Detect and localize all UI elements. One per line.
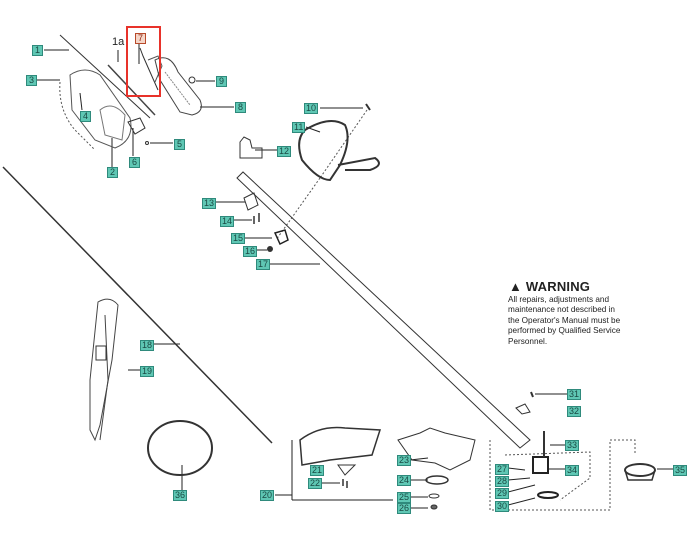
callout-24[interactable]: 24 bbox=[397, 475, 412, 486]
callout-10[interactable]: 10 bbox=[304, 103, 319, 114]
part-15-knob bbox=[273, 229, 289, 246]
part-26-nut bbox=[430, 504, 438, 510]
callout-12[interactable]: 12 bbox=[277, 146, 292, 157]
warning-line: performed by Qualified Service bbox=[508, 326, 621, 336]
callout-14[interactable]: 14 bbox=[220, 216, 235, 227]
warning-line: maintenance not described in bbox=[508, 305, 615, 315]
callout-26[interactable]: 26 bbox=[397, 503, 412, 514]
part-23-plate bbox=[397, 427, 476, 471]
part-9-nut bbox=[188, 76, 196, 84]
part-2-cover bbox=[69, 69, 132, 149]
callout-6[interactable]: 6 bbox=[129, 157, 140, 168]
part-19-buckle bbox=[95, 345, 107, 361]
callout-35[interactable]: 35 bbox=[673, 465, 688, 476]
part-19-strap bbox=[89, 298, 119, 442]
callout-8[interactable]: 8 bbox=[235, 102, 246, 113]
part-32-clamp bbox=[515, 403, 531, 415]
warning-line: All repairs, adjustments and bbox=[508, 295, 610, 304]
part-18-driveshaft bbox=[2, 166, 273, 444]
highlight-box-part-7 bbox=[126, 26, 161, 97]
part-31-screw bbox=[530, 391, 534, 398]
warning-line: Personnel. bbox=[508, 336, 548, 346]
part-30-ring bbox=[537, 491, 559, 499]
part-5-screw bbox=[145, 141, 149, 145]
callout-1[interactable]: 1 bbox=[32, 45, 43, 56]
callout-4[interactable]: 4 bbox=[80, 111, 91, 122]
part-35-spool bbox=[624, 463, 656, 477]
warning-title: WARNING bbox=[525, 279, 591, 294]
callout-20[interactable]: 20 bbox=[260, 490, 275, 501]
part-8-handle bbox=[154, 57, 202, 116]
callout-34[interactable]: 34 bbox=[565, 465, 580, 476]
callout-27[interactable]: 27 bbox=[495, 464, 510, 475]
callout-22[interactable]: 22 bbox=[308, 478, 323, 489]
callout-33[interactable]: 33 bbox=[565, 440, 580, 451]
callout-19[interactable]: 19 bbox=[140, 366, 155, 377]
callout-3[interactable]: 3 bbox=[26, 75, 37, 86]
part-7-trigger bbox=[139, 47, 159, 91]
part-17-shaft bbox=[236, 171, 531, 449]
warning-heading: ▲ WARNING bbox=[509, 279, 648, 294]
callout-31[interactable]: 31 bbox=[567, 389, 582, 400]
callout-11[interactable]: 11 bbox=[292, 122, 306, 133]
callout-16[interactable]: 16 bbox=[243, 246, 258, 257]
callout-1a[interactable]: 1a bbox=[112, 36, 125, 48]
warning-line: the Operator's Manual must be bbox=[508, 315, 621, 325]
part-1a-cable bbox=[107, 64, 156, 116]
callout-18[interactable]: 18 bbox=[140, 340, 155, 351]
callout-7[interactable]: 7 bbox=[135, 33, 146, 44]
assembly-outlines bbox=[59, 81, 636, 511]
part-20-guard bbox=[299, 426, 382, 466]
callout-28[interactable]: 28 bbox=[495, 476, 510, 487]
part-21-blade bbox=[337, 464, 357, 476]
callout-17[interactable]: 17 bbox=[256, 259, 271, 270]
part-gearhead bbox=[532, 456, 549, 474]
warning-notice: ▲ WARNING All repairs, adjustments and m… bbox=[508, 279, 648, 347]
part-6-fitting bbox=[127, 117, 146, 135]
warning-triangle-icon: ▲ bbox=[509, 279, 523, 294]
part-11-handle bbox=[298, 120, 349, 182]
part-4-panel bbox=[99, 105, 126, 141]
callout-36[interactable]: 36 bbox=[173, 490, 188, 501]
callout-13[interactable]: 13 bbox=[202, 198, 217, 209]
part-11-grip bbox=[337, 156, 380, 171]
callout-23[interactable]: 23 bbox=[397, 455, 412, 466]
part-12-clamp bbox=[239, 136, 263, 159]
callout-9[interactable]: 9 bbox=[216, 76, 227, 87]
part-10-bolt bbox=[365, 103, 371, 111]
leader-lines bbox=[36, 42, 673, 509]
callout-30[interactable]: 30 bbox=[495, 501, 510, 512]
callout-25[interactable]: 25 bbox=[397, 492, 412, 503]
part-36-ring bbox=[147, 420, 213, 476]
part-1-cable bbox=[59, 34, 151, 119]
part-24-washer bbox=[425, 475, 449, 485]
callout-2[interactable]: 2 bbox=[107, 167, 118, 178]
callout-29[interactable]: 29 bbox=[495, 488, 510, 499]
callout-32[interactable]: 32 bbox=[567, 406, 582, 417]
callout-21[interactable]: 21 bbox=[310, 465, 325, 476]
part-25-washer bbox=[428, 493, 440, 499]
callout-15[interactable]: 15 bbox=[231, 233, 246, 244]
part-16-nut bbox=[267, 246, 273, 252]
warning-body: All repairs, adjustments and maintenance… bbox=[508, 295, 648, 347]
part-13-clamp bbox=[243, 192, 259, 211]
callout-5[interactable]: 5 bbox=[174, 139, 185, 150]
